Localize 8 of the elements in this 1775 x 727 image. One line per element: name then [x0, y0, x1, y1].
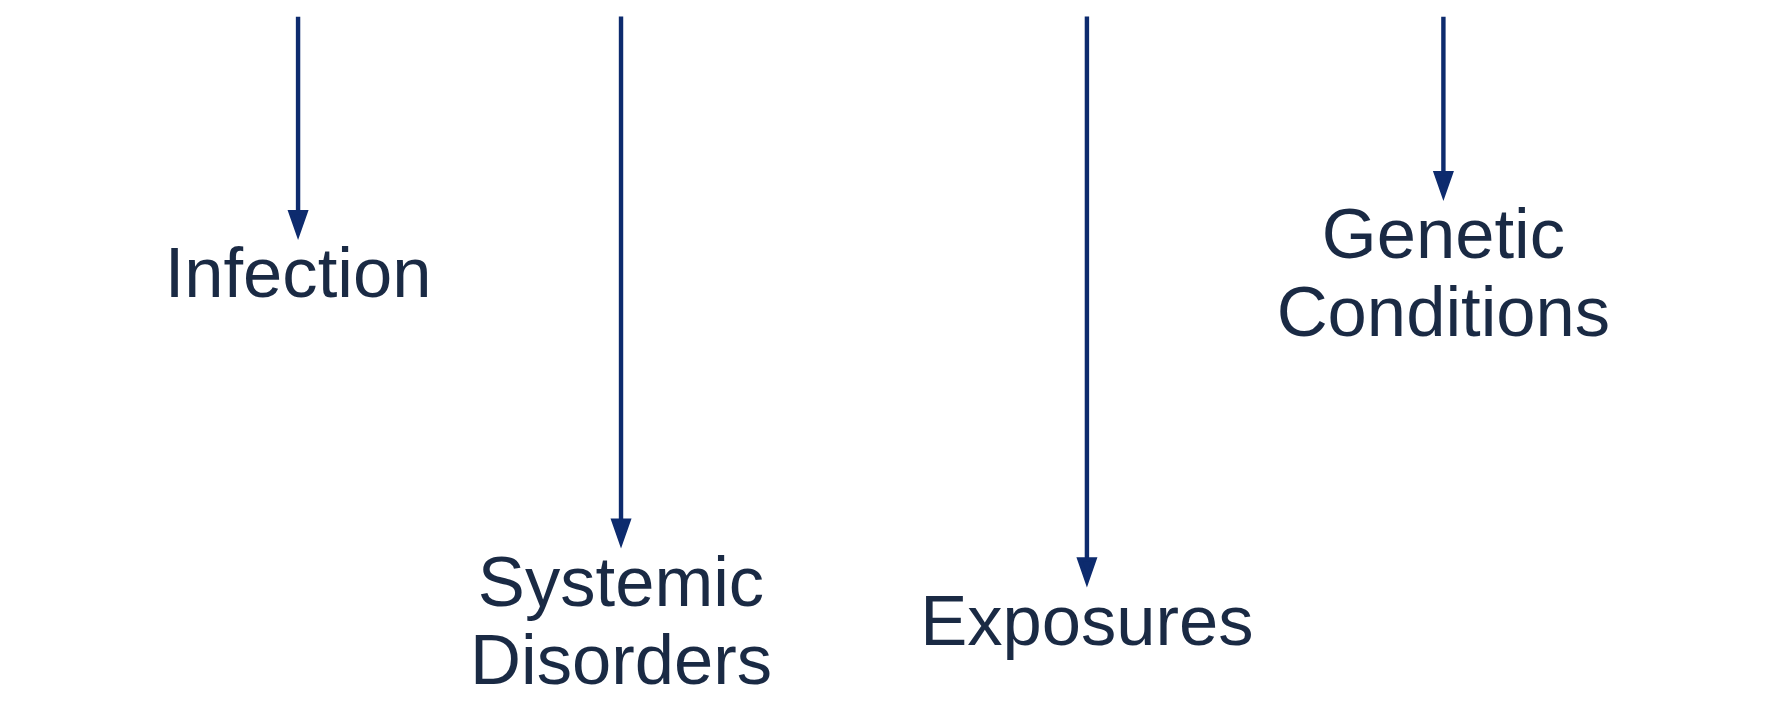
- node-text: Systemic Disorders: [470, 541, 773, 699]
- arrow: [287, 16, 309, 241]
- node-text: Genetic Conditions: [1276, 194, 1611, 351]
- node-text: Exposures: [920, 580, 1254, 660]
- arrow: [610, 16, 632, 549]
- node-text: Infection: [164, 233, 432, 313]
- arrow: [1076, 16, 1098, 588]
- arrow: [1432, 16, 1454, 202]
